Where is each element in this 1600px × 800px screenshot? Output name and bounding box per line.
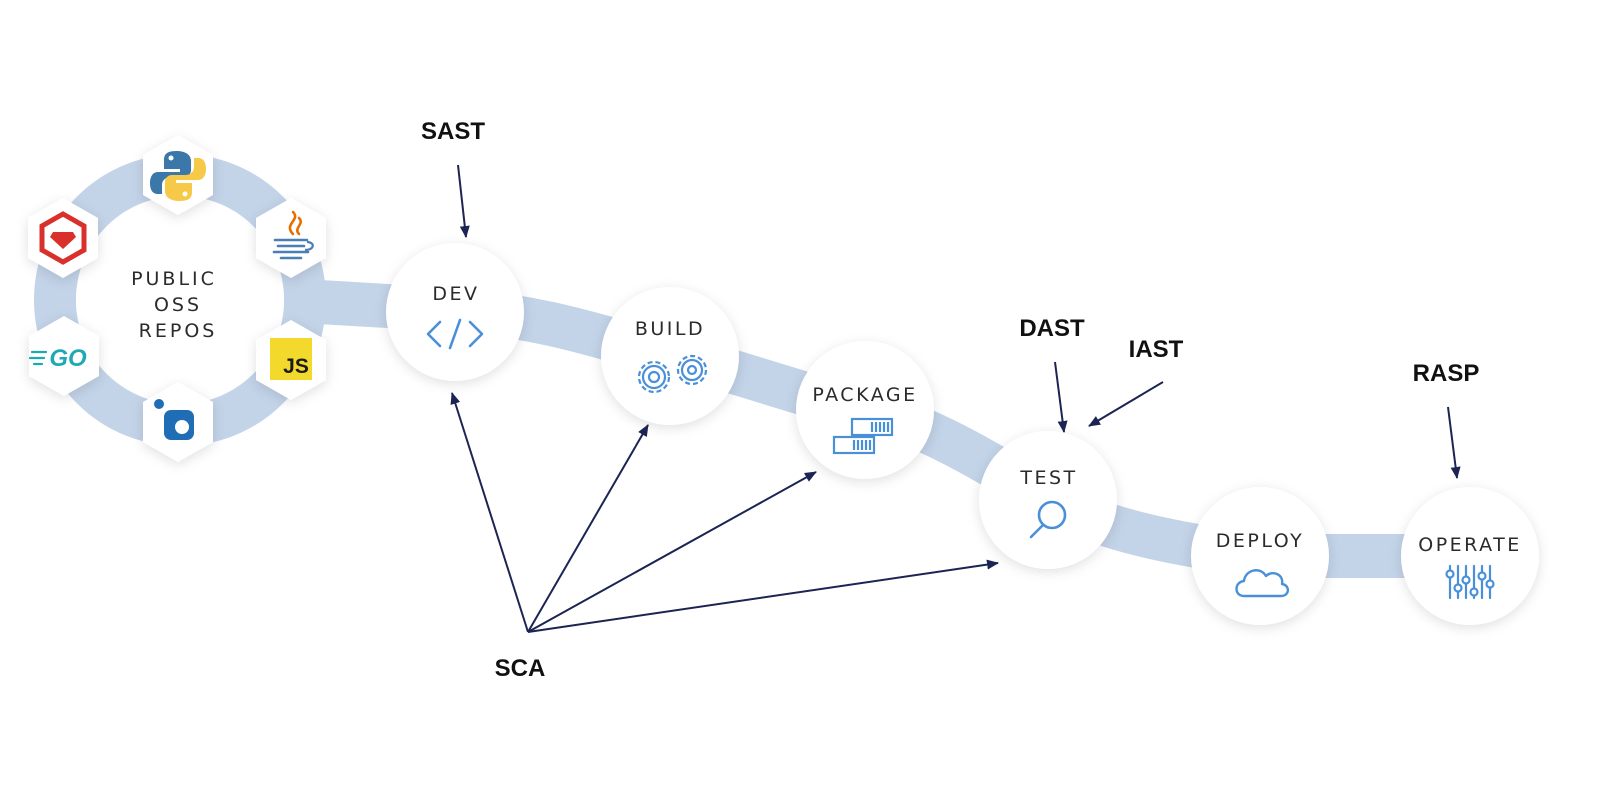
sca-arrow-test (527, 559, 999, 633)
gears-icon (637, 354, 708, 394)
stage-test: TEST (979, 431, 1117, 569)
iast-label: IAST (1129, 336, 1184, 363)
language-hexagons: JS GO (28, 135, 326, 462)
stage-operate: OPERATE (1401, 487, 1539, 625)
stage-test-label: TEST (1019, 467, 1077, 489)
sast-label: SAST (421, 118, 485, 145)
stages: DEV BUILD PACKAGE (386, 243, 1539, 625)
nuget-icon (143, 382, 213, 462)
cloud-icon (1235, 569, 1290, 598)
stage-build-label: BUILD (635, 318, 705, 340)
java-icon (256, 198, 326, 278)
sca-arrow-package (527, 471, 817, 633)
repo-label-line-3: REPOS (139, 320, 218, 342)
sliders-icon (1445, 564, 1495, 600)
javascript-icon-text: JS (283, 355, 309, 378)
stage-package: PACKAGE (796, 341, 934, 479)
dast-label: DAST (1019, 315, 1085, 342)
sca-label: SCA (495, 655, 546, 682)
go-icon: GO (28, 316, 99, 396)
python-icon (143, 135, 213, 215)
code-icon (426, 318, 484, 350)
repo-label-line-2: OSS (154, 294, 202, 316)
repo-label-line-1: PUBLIC (131, 268, 217, 290)
rasp-arrow (1447, 406, 1461, 479)
arrows (450, 164, 1461, 633)
stage-build: BUILD (601, 287, 739, 425)
stage-dev: DEV (386, 243, 524, 381)
magnifier-icon (1029, 500, 1067, 539)
dast-arrow (1054, 361, 1068, 433)
stage-dev-label: DEV (432, 283, 479, 305)
repo-hub: PUBLIC OSS REPOS (76, 196, 284, 404)
sca-arrow-build (527, 424, 649, 633)
sca-arrow-dev (450, 392, 529, 633)
stage-operate-label: OPERATE (1418, 534, 1521, 556)
sast-arrow (457, 164, 470, 238)
stage-deploy: DEPLOY (1191, 487, 1329, 625)
go-icon-text: GO (49, 345, 87, 372)
containers-icon (832, 417, 894, 455)
ruby-icon (28, 198, 98, 278)
stage-package-label: PACKAGE (812, 384, 917, 406)
rasp-label: RASP (1413, 360, 1480, 387)
iast-arrow (1088, 381, 1164, 427)
stage-deploy-label: DEPLOY (1216, 530, 1305, 552)
tool-labels: SAST DAST IAST RASP SCA (421, 118, 1479, 682)
repo-hub-circle (76, 196, 284, 404)
javascript-icon: JS (256, 320, 326, 400)
